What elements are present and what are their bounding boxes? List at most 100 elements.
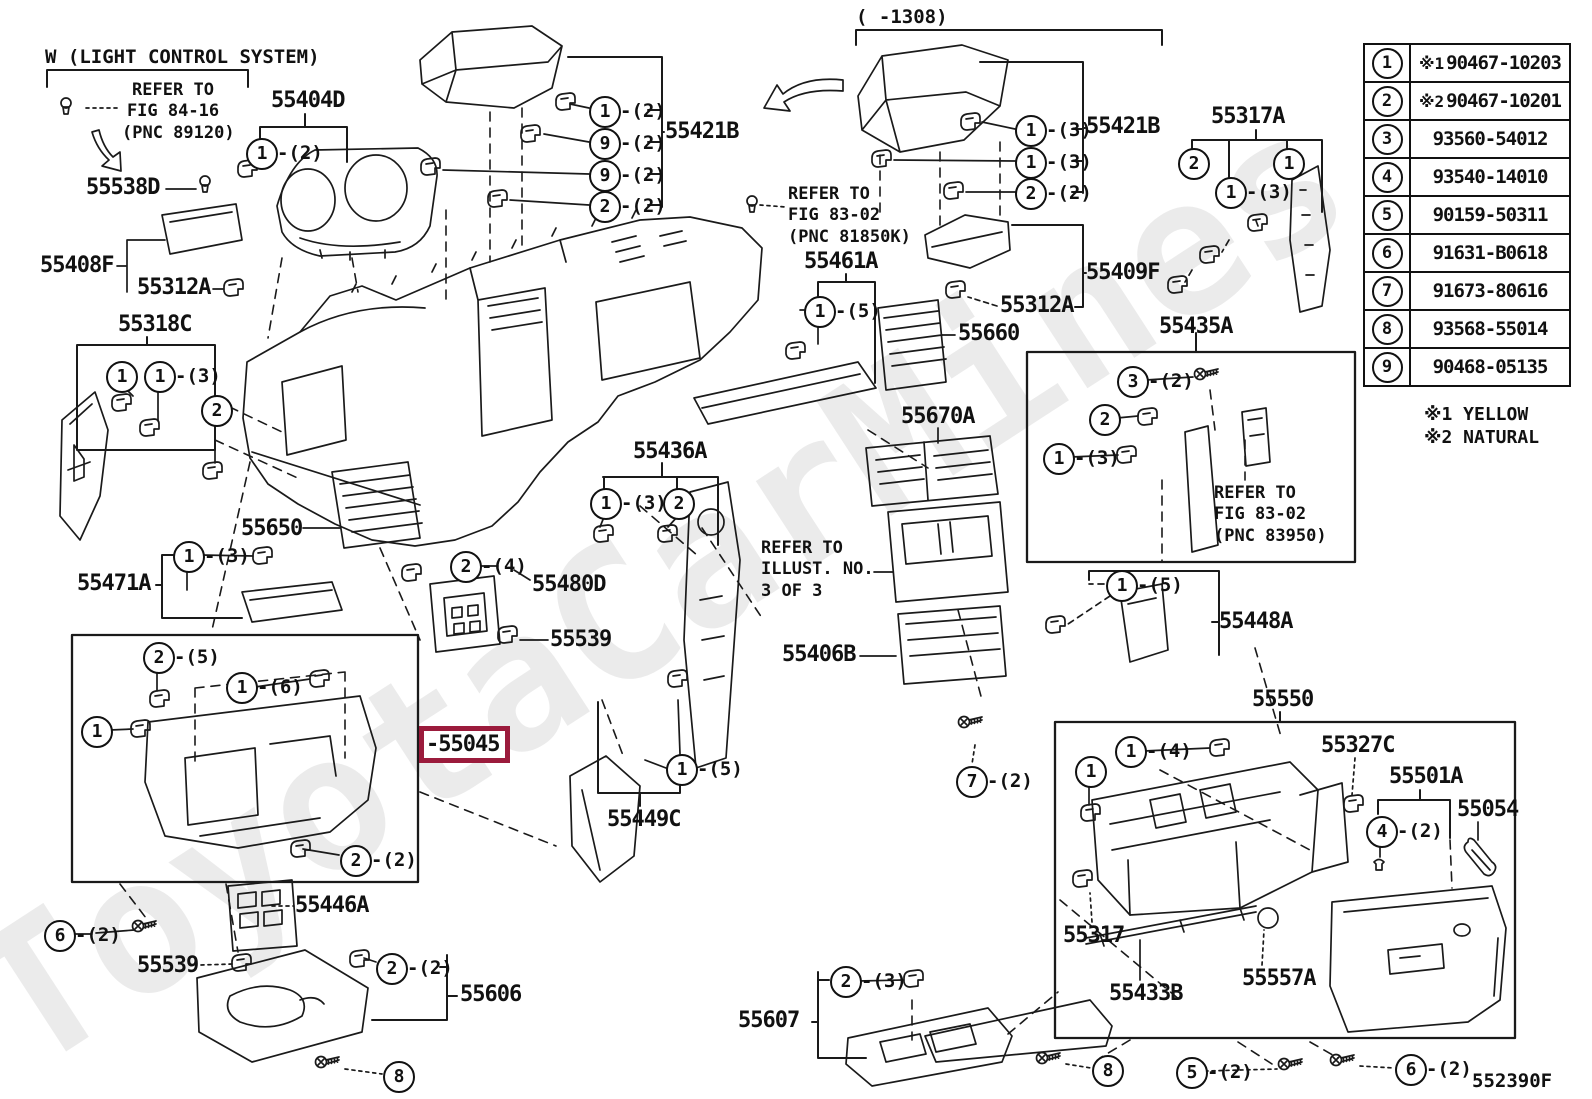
callout-quantity: -(2) bbox=[620, 195, 666, 217]
note-line: REFER TO bbox=[1214, 483, 1296, 503]
callout-1: 1-(2) bbox=[589, 96, 666, 128]
part-label-55408F: 55408F bbox=[40, 253, 114, 278]
callout-1: 1-(3) bbox=[1043, 443, 1120, 475]
part-label-55539: 55539 bbox=[550, 627, 612, 652]
callout-8: 8 bbox=[1092, 1055, 1124, 1087]
callout-number: 8 bbox=[1092, 1055, 1124, 1087]
callout-2: 2-(3) bbox=[830, 966, 907, 998]
part-label-55409F: 55409F bbox=[1086, 260, 1160, 285]
callout-number: 1 bbox=[81, 716, 113, 748]
table-row-number: 3 bbox=[1365, 121, 1411, 157]
callout-2: 2-(5) bbox=[143, 642, 220, 674]
part-label-55539: 55539 bbox=[137, 953, 199, 978]
callout-6: 6-(2) bbox=[1395, 1054, 1472, 1086]
callout-1: 1-(5) bbox=[1106, 570, 1183, 602]
callout-number: 2 bbox=[1178, 148, 1210, 180]
note-line: FIG 83-02 bbox=[788, 205, 881, 226]
callout-quantity: -(3) bbox=[861, 970, 907, 992]
part-label-55404D: 55404D bbox=[271, 88, 345, 113]
table-part-number: 93540-14010 bbox=[1432, 166, 1549, 188]
callout-number: 1 bbox=[1106, 570, 1138, 602]
part-label-55650: 55650 bbox=[241, 516, 303, 541]
callout-1: 1-(3) bbox=[1015, 115, 1092, 147]
part-label-55670A: 55670A bbox=[901, 404, 975, 429]
callout-number: 6 bbox=[44, 920, 76, 952]
note-line: (PNC 83950) bbox=[1214, 525, 1327, 546]
part-label-55606: 55606 bbox=[460, 982, 522, 1007]
part-label-55660: 55660 bbox=[958, 321, 1020, 346]
table-row: 5 90159-50311 bbox=[1365, 197, 1569, 235]
callout-2: 2-(2) bbox=[1015, 178, 1092, 210]
note-line: REFER TO bbox=[761, 538, 843, 558]
callout-quantity: -(2) bbox=[1426, 1058, 1472, 1080]
table-row-circle: 8 bbox=[1371, 313, 1403, 345]
callout-number: 8 bbox=[383, 1061, 415, 1093]
callout-quantity: -(2) bbox=[371, 849, 417, 871]
part-label-55550: 55550 bbox=[1252, 687, 1314, 712]
part-label-55406B: 55406B bbox=[782, 642, 856, 667]
table-row-circle: 4 bbox=[1371, 161, 1403, 193]
part-label-55557A: 55557A bbox=[1242, 966, 1316, 991]
callout-1: 1-(3) bbox=[1015, 147, 1092, 179]
callout-1: 1 bbox=[106, 361, 138, 393]
callout-number: 1 bbox=[1273, 148, 1305, 180]
part-label-55421B: 55421B bbox=[1086, 114, 1160, 139]
callout-1: 1 bbox=[81, 716, 113, 748]
part-label-55607: 55607 bbox=[738, 1008, 800, 1033]
callout-number: 1 bbox=[590, 488, 622, 520]
callout-2: 2 bbox=[201, 395, 233, 427]
callout-number: 4 bbox=[1366, 816, 1398, 848]
callout-number: 1 bbox=[1043, 443, 1075, 475]
callout-2: 2 bbox=[1089, 404, 1121, 436]
callout-quantity: -(5) bbox=[835, 300, 881, 322]
callout-2: 2 bbox=[1178, 148, 1210, 180]
table-part-number: 93568-55014 bbox=[1432, 318, 1549, 340]
callout-number: 1 bbox=[1075, 756, 1107, 788]
table-row: 7 91673-80616 bbox=[1365, 273, 1569, 311]
callout-quantity: -(3) bbox=[175, 365, 221, 387]
table-row-number: 5 bbox=[1365, 197, 1411, 233]
callout-quantity: -(2) bbox=[1148, 370, 1194, 392]
table-row-circle: 7 bbox=[1371, 275, 1403, 307]
callout-number: 1 bbox=[1015, 115, 1047, 147]
callout-1: 1-(2) bbox=[246, 138, 323, 170]
table-row-number: 6 bbox=[1365, 235, 1411, 271]
part-label-55312A: 55312A bbox=[137, 275, 211, 300]
callout-quantity: -(3) bbox=[204, 545, 250, 567]
callout-number: 2 bbox=[143, 642, 175, 674]
callout-quantity: -(2) bbox=[1046, 182, 1092, 204]
callout-number: 1 bbox=[173, 541, 205, 573]
part-label-55538D: 55538D bbox=[86, 175, 160, 200]
note-line: ※1 YELLOW bbox=[1424, 404, 1529, 425]
callout-1: 1-(3) bbox=[590, 488, 667, 520]
callout-quantity: -(3) bbox=[621, 492, 667, 514]
callout-2: 2-(2) bbox=[589, 191, 666, 223]
callout-1: 1-(5) bbox=[666, 754, 743, 786]
table-part-number: 90159-50311 bbox=[1432, 204, 1549, 226]
part-label-55471A: 55471A bbox=[77, 571, 151, 596]
part-label-55312A: 55312A bbox=[1000, 293, 1074, 318]
note-line: FIG 84-16 bbox=[126, 101, 220, 122]
callout-quantity: -(3) bbox=[1074, 447, 1120, 469]
callout-quantity: -(5) bbox=[174, 646, 220, 668]
callout-1: 1-(3) bbox=[1215, 177, 1292, 209]
callout-number: 5 bbox=[1176, 1057, 1208, 1089]
note-line: FIG 83-02 bbox=[1214, 504, 1307, 525]
callout-1: 1 bbox=[1075, 756, 1107, 788]
table-row-circle: 3 bbox=[1371, 123, 1403, 155]
part-label-55461A: 55461A bbox=[804, 249, 878, 274]
note-line: (PNC 89120) bbox=[122, 122, 235, 143]
callout-number: 1 bbox=[1015, 147, 1047, 179]
callout-5: 5-(2) bbox=[1176, 1057, 1253, 1089]
part-label-55317: 55317 bbox=[1063, 923, 1125, 948]
callout-quantity: -(2) bbox=[620, 132, 666, 154]
note-line: W (LIGHT CONTROL SYSTEM) bbox=[45, 46, 320, 68]
callout-quantity: -(2) bbox=[620, 100, 666, 122]
table-part-number: 91673-80616 bbox=[1432, 280, 1549, 302]
part-label-55480D: 55480D bbox=[532, 572, 606, 597]
table-row-circle: 2 bbox=[1371, 85, 1403, 117]
